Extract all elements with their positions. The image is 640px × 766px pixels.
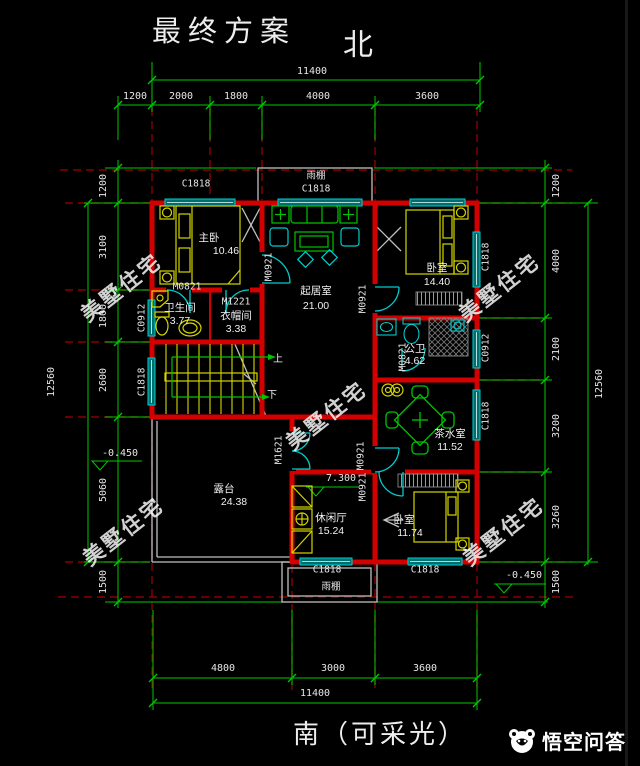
- window-tag: C1818: [301, 183, 331, 195]
- dimension-label: 1200: [98, 173, 109, 199]
- dimension-label: 1500: [98, 569, 109, 595]
- room-area: 11.52: [437, 440, 463, 453]
- room-name: 卧室: [393, 513, 415, 526]
- room-name: 茶水室: [434, 427, 466, 440]
- bathroom-fixtures: [376, 317, 465, 345]
- stairs-rails: [164, 354, 276, 400]
- dimension-label: 3600: [412, 663, 438, 674]
- dimension-label: 2100: [551, 336, 562, 362]
- dimension-label: 2600: [98, 367, 109, 393]
- window-center-lines: [151, 202, 477, 562]
- level-mark: 7.300: [325, 473, 357, 484]
- tea-room-table: [385, 385, 455, 455]
- dimension-tick-marks: [83, 75, 593, 708]
- door-tag: M1221: [221, 296, 251, 308]
- room-area: 24.38: [220, 495, 248, 508]
- room-area: 15.24: [317, 524, 345, 537]
- door-openings: [166, 252, 405, 476]
- dimension-lines: [84, 62, 598, 710]
- window-tag: C1818: [480, 242, 492, 272]
- room-name: 公卫: [404, 342, 426, 355]
- stairs-treads: [165, 344, 255, 414]
- dimension-label: 5060: [98, 477, 109, 503]
- stairs-up-label: 上: [273, 354, 283, 365]
- dimension-label: 12560: [594, 368, 605, 400]
- door-tag: M1621: [273, 435, 285, 465]
- hatch-areas: [397, 291, 469, 488]
- door-tag: M0921: [357, 284, 369, 314]
- room-name: 露台: [213, 482, 235, 495]
- door-tag: M0921: [355, 441, 367, 471]
- window-tag: C1818: [136, 367, 148, 397]
- window-tag: C1818: [410, 564, 440, 576]
- door-tag: M0921: [263, 252, 275, 282]
- dimension-label: 4800: [210, 663, 236, 674]
- living-room-chairs: [269, 227, 360, 269]
- door-tag: M0821: [172, 281, 202, 293]
- window-tag: C1818: [312, 564, 342, 576]
- dimension-label: 12560: [46, 366, 57, 398]
- compass-north-label: 北: [343, 29, 373, 62]
- dimension-label: 1800: [223, 91, 249, 102]
- living-room-furniture: [271, 205, 358, 252]
- dimension-label: 11400: [299, 688, 331, 699]
- window-tag: 雨棚: [321, 581, 341, 593]
- dimension-label: 3260: [551, 504, 562, 530]
- room-area: 14.40: [423, 275, 451, 288]
- room-area: 10.46: [212, 244, 240, 257]
- level-mark: -0.450: [101, 448, 139, 459]
- room-area: 11.74: [397, 526, 423, 539]
- room-name: 衣帽间: [220, 309, 252, 322]
- dimension-label: 3100: [98, 234, 109, 260]
- drawing-title: 最终方案: [152, 16, 297, 48]
- dimension-label: 2000: [168, 91, 194, 102]
- window-tag: C1818: [181, 178, 211, 190]
- door-tag: M0921: [357, 472, 369, 502]
- monkey-logo-icon: [509, 729, 535, 753]
- door-swings: [166, 254, 426, 497]
- dimension-label: 4000: [551, 248, 562, 274]
- bedroom-furniture: [151, 205, 470, 554]
- dimension-label: 1500: [551, 569, 562, 595]
- window-tag: C0912: [136, 303, 148, 333]
- axis-grid-lines: [58, 108, 575, 692]
- dimension-label: 1200: [551, 173, 562, 199]
- window-tag: 雨棚: [306, 170, 326, 182]
- room-name: 卧室: [426, 261, 448, 274]
- window-tag: C0912: [480, 333, 492, 363]
- site-logo-text: 悟空问答: [542, 731, 626, 754]
- dimension-label: 1200: [122, 91, 148, 102]
- room-name: 卫生间: [164, 301, 196, 314]
- dimension-label: 3200: [551, 413, 562, 439]
- room-area: 3.38: [225, 322, 247, 335]
- room-name: 起居室: [300, 284, 332, 297]
- site-logo: 悟空问答: [506, 724, 626, 756]
- dimension-label: 4000: [305, 91, 331, 102]
- scrollbar-track[interactable]: [625, 0, 628, 766]
- stairs-down-label: 下: [267, 390, 277, 401]
- south-orientation-label: 南（可采光）: [292, 719, 467, 749]
- dimension-label: 3000: [320, 663, 346, 674]
- window-tag: C1818: [480, 401, 492, 431]
- room-area: 21.00: [302, 299, 330, 312]
- canopy-terrace-lines: [151, 167, 403, 603]
- room-area: 3.77: [169, 314, 191, 327]
- room-area: 4.62: [404, 354, 426, 367]
- dimension-label: 3600: [414, 91, 440, 102]
- room-name: 主卧: [198, 231, 220, 244]
- room-name: 休闲厅: [315, 511, 347, 524]
- level-mark: -0.450: [505, 570, 543, 581]
- dimension-label: 11400: [296, 66, 328, 77]
